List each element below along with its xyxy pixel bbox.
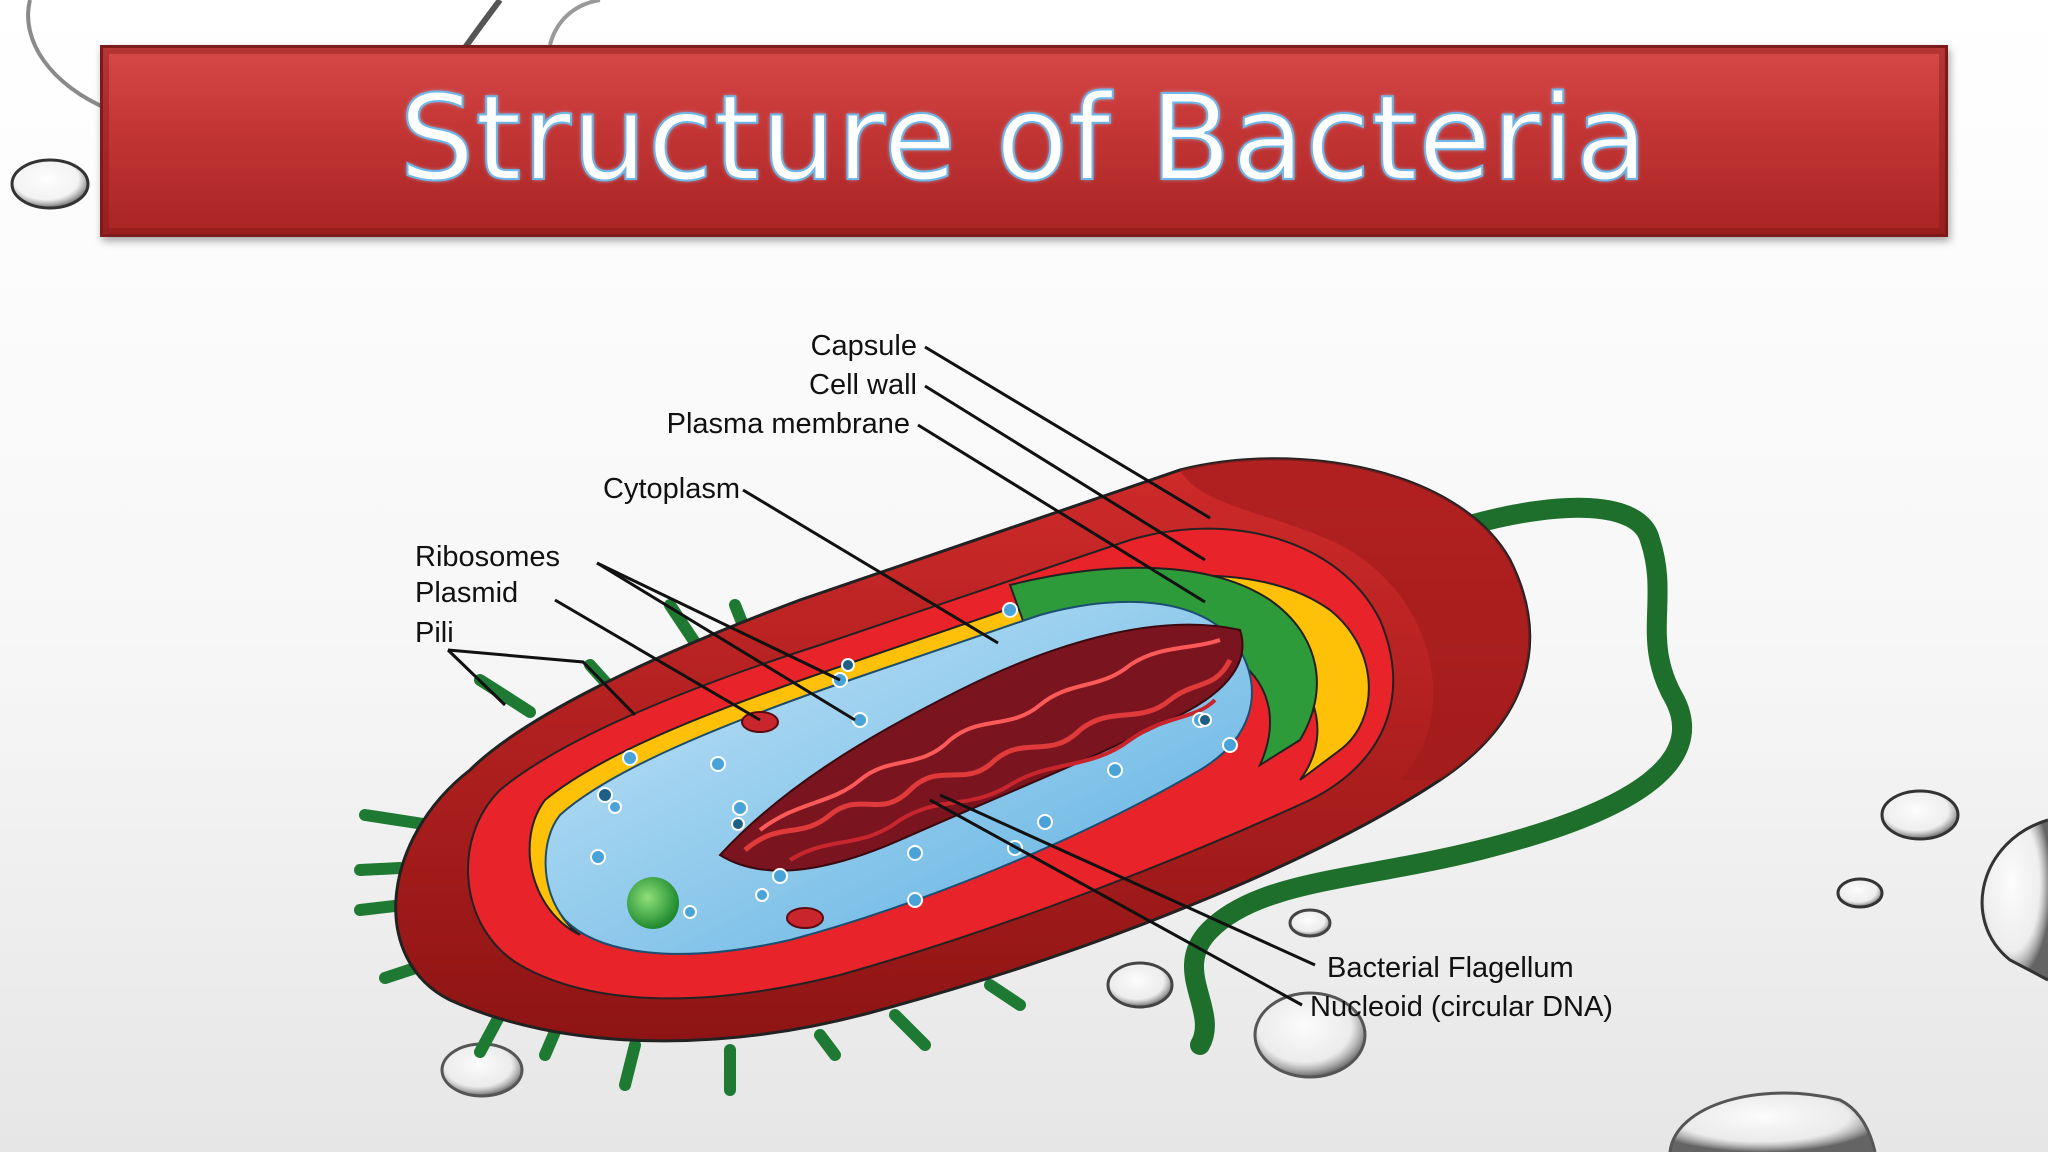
leader-ribosomes-1: [596, 561, 841, 682]
label-cell-wall: Cell wall: [809, 369, 917, 401]
dna-strand: [758, 638, 1221, 832]
ribosome: [622, 750, 638, 766]
pilus: [889, 1009, 931, 1051]
droplet: [1880, 789, 1960, 841]
label-plasma-membrane: Plasma membrane: [667, 408, 910, 440]
label-nucleoid: Nucleoid (circular DNA): [1310, 991, 1613, 1023]
ribosome: [772, 868, 788, 884]
pilus: [814, 1029, 841, 1061]
ribosome: [1198, 713, 1212, 727]
ribosome: [907, 892, 923, 908]
label-ribosomes: Ribosomes: [415, 541, 560, 573]
ribosome: [1222, 737, 1238, 753]
dna-strand: [788, 698, 1217, 862]
leader-cytoplasm: [742, 488, 999, 645]
ribosome: [852, 712, 868, 728]
droplet: [1980, 818, 2048, 982]
pilus: [359, 809, 436, 831]
nucleoid-body: [718, 623, 1244, 872]
ribosome: [1002, 602, 1018, 618]
plasmid: [786, 907, 824, 929]
flagellum: [1184, 497, 1693, 1055]
droplet: [1668, 1091, 1877, 1152]
label-pili: Pili: [415, 617, 454, 649]
dna-strand: [743, 658, 1233, 852]
ribosome: [732, 800, 748, 816]
capsule-shading: [1180, 458, 1530, 780]
ribosome: [683, 905, 697, 919]
pilus: [619, 1039, 641, 1091]
droplet: [1288, 908, 1332, 938]
ribosome: [590, 849, 606, 865]
droplet: [1106, 961, 1174, 1009]
ribosome: [755, 888, 769, 902]
leader-pili-1: [447, 648, 637, 717]
green-plasmid: [627, 877, 679, 929]
ribosome: [1107, 762, 1123, 778]
label-flagellum: Bacterial Flagellum: [1327, 952, 1574, 984]
leader-ribosomes-2: [596, 561, 856, 722]
pilus: [984, 979, 1026, 1011]
ribosome: [731, 817, 745, 831]
pilus: [354, 862, 406, 876]
leader-cell-wall: [924, 384, 1206, 562]
leader-flagellum: [939, 793, 1316, 967]
droplet-arc: [548, 0, 601, 46]
plasmid: [741, 711, 779, 733]
ribosome: [608, 800, 622, 814]
leader-plasmid: [554, 598, 761, 722]
label-cytoplasm: Cytoplasm: [603, 473, 740, 505]
droplet: [10, 158, 90, 210]
droplet: [1836, 877, 1884, 909]
ribosome: [710, 756, 726, 772]
nucleoid: [718, 623, 1244, 872]
label-plasmid: Plasmid: [415, 577, 518, 609]
ribosome: [597, 787, 613, 803]
ribosomes-group: [590, 602, 1238, 908]
title-bar: Structure of Bacteria: [100, 45, 1948, 237]
leader-plasma-membrane: [917, 423, 1206, 604]
leader-capsule: [924, 345, 1211, 520]
ribosome: [907, 845, 923, 861]
slide-title: Structure of Bacteria: [398, 69, 1649, 207]
droplet: [1253, 991, 1367, 1079]
leader-pili-2: [446, 648, 507, 707]
ribosome: [1037, 814, 1053, 830]
droplet-arc: [26, 0, 111, 112]
leader-lines: [446, 345, 1316, 1007]
pilus: [474, 674, 536, 718]
label-capsule: Capsule: [811, 330, 917, 362]
pilus: [474, 1009, 506, 1058]
ribosome: [841, 658, 855, 672]
leader-nucleoid: [929, 798, 1303, 1007]
